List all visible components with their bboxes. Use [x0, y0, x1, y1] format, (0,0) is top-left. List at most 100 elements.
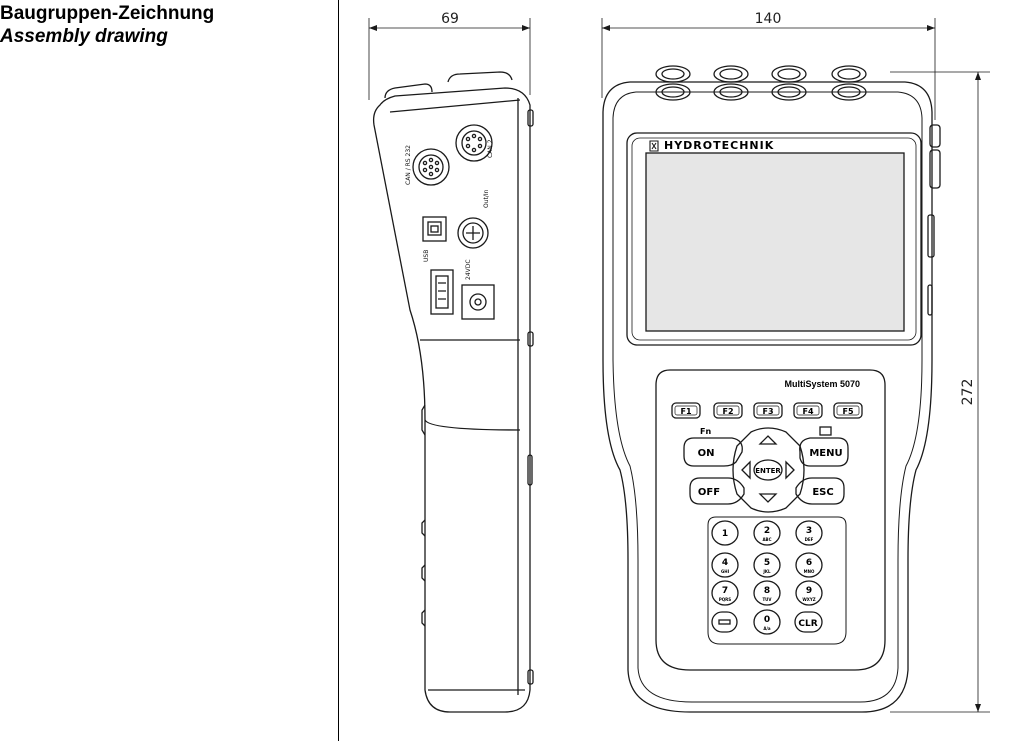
numpad-letters: MNO — [804, 569, 815, 574]
on-button[interactable] — [683, 437, 743, 467]
port-label-outin: Out/In — [483, 189, 490, 208]
numpad-key-3[interactable] — [795, 520, 823, 546]
numpad-key-2[interactable] — [753, 520, 781, 546]
numpad-letters: TUV — [762, 597, 772, 602]
dimension-height — [890, 71, 990, 713]
function-key-face — [756, 405, 780, 416]
numpad-digit: 9 — [806, 586, 812, 596]
numpad-letters: ABC — [762, 537, 771, 542]
numpad-letters: WXYZ — [802, 597, 815, 602]
numpad-key-5[interactable] — [753, 552, 781, 578]
numpad-digit: 4 — [722, 558, 728, 568]
top-connector-inner — [661, 86, 685, 98]
numpad-digit: 5 — [764, 558, 770, 568]
title-english: Assembly drawing — [0, 26, 168, 47]
off-button[interactable] — [689, 477, 745, 505]
top-connector-inner — [777, 68, 801, 80]
top-connector-icon — [771, 83, 807, 101]
top-connector-icon — [713, 65, 749, 83]
port-label-usb: USB — [423, 250, 430, 262]
top-connector-inner — [719, 86, 743, 98]
numpad-key-6[interactable] — [795, 552, 823, 578]
top-connector-inner — [837, 86, 861, 98]
minus-button[interactable] — [711, 611, 738, 633]
function-key-label: F5 — [842, 407, 853, 416]
brand-logo-icon — [649, 140, 659, 152]
port-label-24vdc: 24VDC — [465, 259, 472, 280]
function-key-face — [716, 405, 740, 416]
numpad-digit: 8 — [764, 586, 770, 596]
numpad-digit: 3 — [806, 526, 812, 536]
top-connector-icon — [655, 65, 691, 83]
enter-button[interactable] — [753, 459, 783, 481]
top-connector-inner — [661, 68, 685, 80]
esc-button[interactable] — [795, 477, 845, 505]
function-keys: F1 F2 F3 F4 F5 — [671, 402, 863, 419]
enter-label: ENTER — [755, 467, 781, 475]
assembly-drawing: 69 140 272 — [368, 11, 990, 713]
numpad-key-4[interactable] — [711, 552, 739, 578]
numpad-key-9[interactable] — [795, 580, 823, 606]
brand-name: HYDROTECHNIK — [664, 139, 774, 152]
function-key-label: F2 — [722, 407, 733, 416]
port-label-can2: CAN 2 — [487, 139, 494, 158]
numpad-letters: PQRS — [719, 597, 731, 602]
model-name: MultiSystem 5070 — [784, 379, 860, 389]
function-key-f1[interactable] — [671, 402, 701, 419]
numpad-digit: 6 — [806, 558, 812, 568]
esc-label: ESC — [812, 487, 833, 498]
title-column: Baugruppen-Zeichnung Assembly drawing — [0, 0, 338, 741]
arrow-up-icon[interactable] — [758, 435, 778, 445]
numpad-key-7[interactable] — [711, 580, 739, 606]
nav-outer — [732, 427, 805, 513]
arrow-right-icon[interactable] — [785, 460, 795, 480]
function-key-f4[interactable] — [793, 402, 823, 419]
function-key-f2[interactable] — [713, 402, 743, 419]
top-connector-inner — [777, 86, 801, 98]
fn-label: Fn — [700, 427, 711, 436]
function-key-f5[interactable] — [833, 402, 863, 419]
dimension-side-width — [368, 18, 531, 100]
menu-button[interactable] — [799, 437, 849, 467]
clr-label: CLR — [798, 619, 817, 629]
numpad-digit: 2 — [764, 526, 770, 536]
title-german: Baugruppen-Zeichnung — [0, 3, 215, 24]
top-connector-inner — [837, 68, 861, 80]
top-connector-icon — [655, 83, 691, 101]
navigation-pad — [732, 427, 805, 513]
arrow-down-icon[interactable] — [758, 493, 778, 503]
side-view — [372, 71, 534, 713]
numpad-key-1[interactable] — [711, 520, 739, 546]
top-connectors — [655, 65, 867, 101]
function-key-label: F1 — [680, 407, 691, 416]
dim-label-272: 272 — [960, 379, 976, 406]
numpad-key-0[interactable] — [753, 609, 781, 635]
column-divider — [338, 0, 339, 741]
minus-icon — [718, 619, 731, 625]
numpad-letters: GHI — [721, 569, 730, 574]
function-key-label: F4 — [802, 407, 813, 416]
function-key-f3[interactable] — [753, 402, 783, 419]
top-connector-icon — [831, 83, 867, 101]
dim-label-69: 69 — [441, 11, 459, 27]
numpad-key-8[interactable] — [753, 580, 781, 606]
numpad-letters: A/a — [763, 626, 771, 631]
clr-button[interactable] — [794, 611, 823, 633]
menu-label: MENU — [809, 448, 842, 459]
function-key-label: F3 — [762, 407, 773, 416]
top-connector-icon — [713, 83, 749, 101]
function-key-face — [836, 405, 860, 416]
numpad-letters: DEF — [805, 537, 814, 542]
function-key-face — [796, 405, 820, 416]
function-key-face — [674, 405, 698, 416]
port-label-can-rs232: CAN / RS 232 — [405, 145, 412, 185]
numpad-digit: 0 — [764, 615, 770, 625]
display-screen — [645, 152, 905, 332]
on-label: ON — [698, 448, 715, 459]
arrow-left-icon[interactable] — [741, 460, 751, 480]
top-connector-inner — [719, 68, 743, 80]
top-connector-icon — [831, 65, 867, 83]
dimension-front-width — [601, 18, 936, 120]
top-connector-icon — [771, 65, 807, 83]
